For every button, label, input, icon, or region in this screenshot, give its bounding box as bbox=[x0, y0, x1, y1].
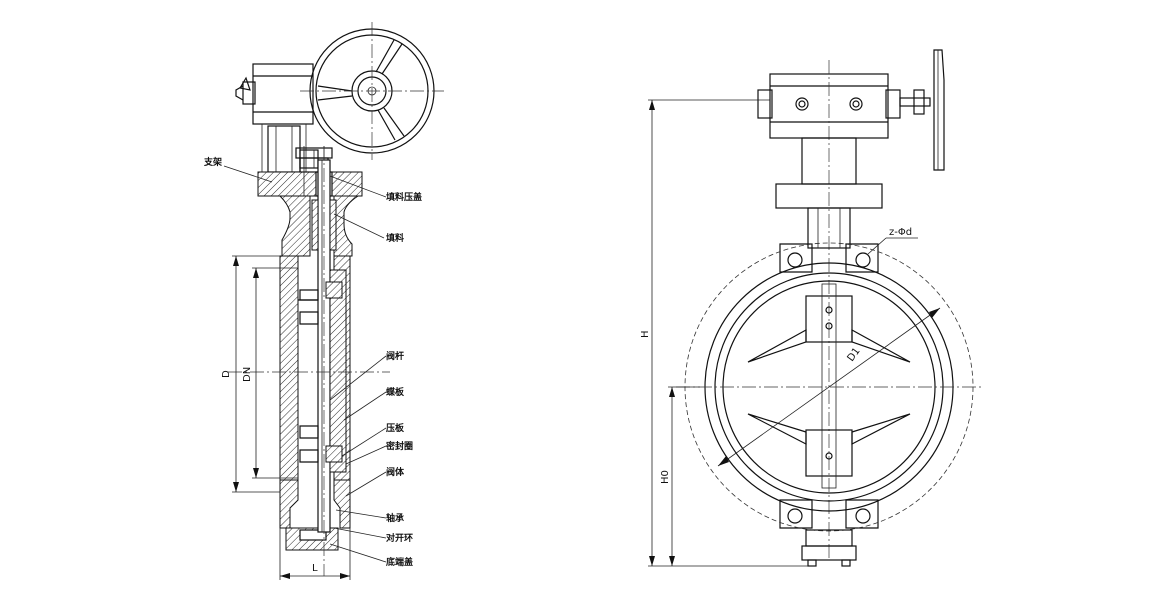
label-split-ring: 对开环 bbox=[386, 532, 413, 544]
side-section-view: D DN L bbox=[203, 22, 444, 580]
label-bracket: 支架 bbox=[203, 156, 222, 168]
dim-d1-label: D1 bbox=[846, 346, 863, 364]
front-view: D1 z-Φd H H0 bbox=[640, 49, 984, 567]
dimension-l: L bbox=[279, 528, 351, 580]
leader-lines bbox=[223, 165, 387, 563]
label-seal-ring: 密封圈 bbox=[385, 440, 413, 452]
dimension-bolt-holes: z-Φd bbox=[867, 227, 918, 255]
label-bottom-cover: 底端盖 bbox=[386, 556, 413, 568]
dimension-dn: DN bbox=[242, 267, 298, 479]
dimension-d: D bbox=[221, 255, 280, 493]
bolt-lugs bbox=[779, 243, 879, 529]
front-gearbox bbox=[757, 49, 945, 560]
dim-d-label: D bbox=[221, 370, 232, 378]
label-stem: 阀杆 bbox=[386, 350, 404, 362]
label-body: 阀体 bbox=[386, 466, 405, 478]
dimension-h: H bbox=[640, 99, 808, 567]
dim-h-label: H bbox=[640, 330, 651, 338]
disc-front bbox=[747, 283, 911, 489]
dim-l-label: L bbox=[312, 563, 318, 574]
label-pressure-plate: 压板 bbox=[386, 422, 405, 434]
dimension-h0: H0 bbox=[660, 386, 700, 566]
label-bearing: 轴承 bbox=[386, 512, 404, 524]
disc-section bbox=[298, 269, 347, 473]
bracket-flange bbox=[257, 146, 363, 197]
label-packing: 填料 bbox=[386, 232, 404, 244]
label-gland: 填料压盖 bbox=[386, 191, 422, 203]
label-disc: 蝶板 bbox=[386, 386, 405, 398]
dim-dn-label: DN bbox=[242, 367, 253, 382]
gearbox bbox=[235, 63, 319, 173]
dim-bolt-holes-label: z-Φd bbox=[889, 227, 912, 238]
neck bbox=[278, 195, 360, 257]
bottom-cap bbox=[801, 529, 857, 567]
front-stem-housing bbox=[775, 137, 883, 249]
handwheel-side bbox=[300, 22, 444, 160]
dim-h0-label: H0 bbox=[660, 470, 671, 484]
